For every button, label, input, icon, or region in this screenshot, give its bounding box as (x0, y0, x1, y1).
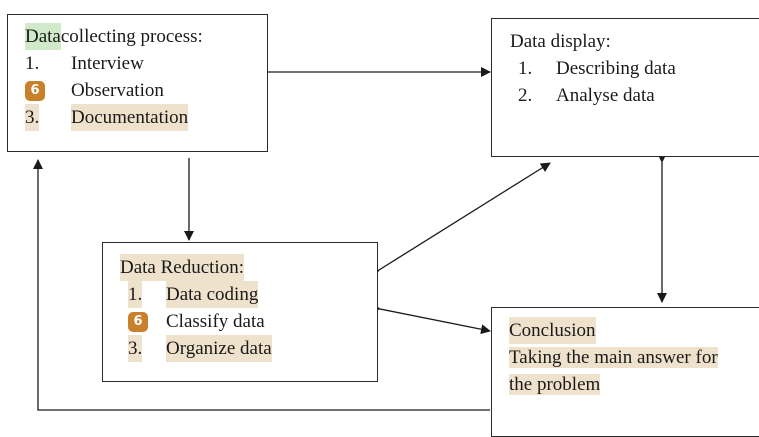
item-label: Classify data (166, 311, 265, 332)
list-item: 6 Classify data (120, 308, 377, 335)
item-number: 1. (518, 58, 533, 79)
item-label: Interview (71, 53, 144, 74)
conclusion-title: Conclusion (509, 317, 596, 344)
arrow-reduction-display (368, 162, 551, 280)
collecting-title: Data collecting process: (25, 23, 267, 50)
arrow-reduction-conclusion (370, 302, 491, 335)
item-label: Documentation (71, 104, 189, 131)
arrow-feedback-loop (33, 159, 490, 411)
item-number: 1. (128, 281, 143, 308)
list-item: 6 Observation (25, 77, 267, 104)
item-label: Analyse data (556, 85, 655, 106)
item-number: 2. (518, 85, 533, 106)
collecting-title-rest: collecting process: (60, 26, 203, 47)
list-item: 1. Data coding (120, 281, 377, 308)
item-number: 3. (25, 104, 40, 131)
display-title: Data display: (510, 31, 611, 52)
reduction-title: Data Reduction: (120, 254, 244, 281)
connector-arrows (33, 67, 667, 411)
list-item: 3. Organize data (120, 335, 377, 362)
comment-badge-icon[interactable]: 6 (128, 312, 148, 332)
conclusion-line-2: the problem (509, 374, 601, 395)
data-display-box: Data display: 1. Describing data 2. Anal… (491, 18, 759, 157)
comment-badge-icon[interactable]: 6 (25, 81, 45, 101)
data-collecting-box: Data collecting process: 1. Interview 6 … (7, 14, 268, 152)
conclusion-box: Conclusion Taking the main answer for th… (491, 307, 759, 437)
collecting-title-highlight: Data (25, 23, 61, 50)
item-label: Observation (71, 80, 164, 101)
item-number: 3. (128, 335, 143, 362)
item-number: 1. (25, 53, 40, 74)
item-label: Describing data (556, 58, 676, 79)
list-item: 3. Documentation (25, 104, 267, 131)
item-label: Organize data (166, 335, 272, 362)
list-item: 1. Interview (25, 50, 267, 77)
list-item: 1. Describing data (510, 55, 759, 82)
item-label: Data coding (166, 281, 259, 308)
data-reduction-box: Data Reduction: 1. Data coding 6 Classif… (102, 242, 378, 382)
conclusion-line-1: Taking the main answer for (509, 347, 718, 368)
list-item: 2. Analyse data (510, 82, 759, 109)
